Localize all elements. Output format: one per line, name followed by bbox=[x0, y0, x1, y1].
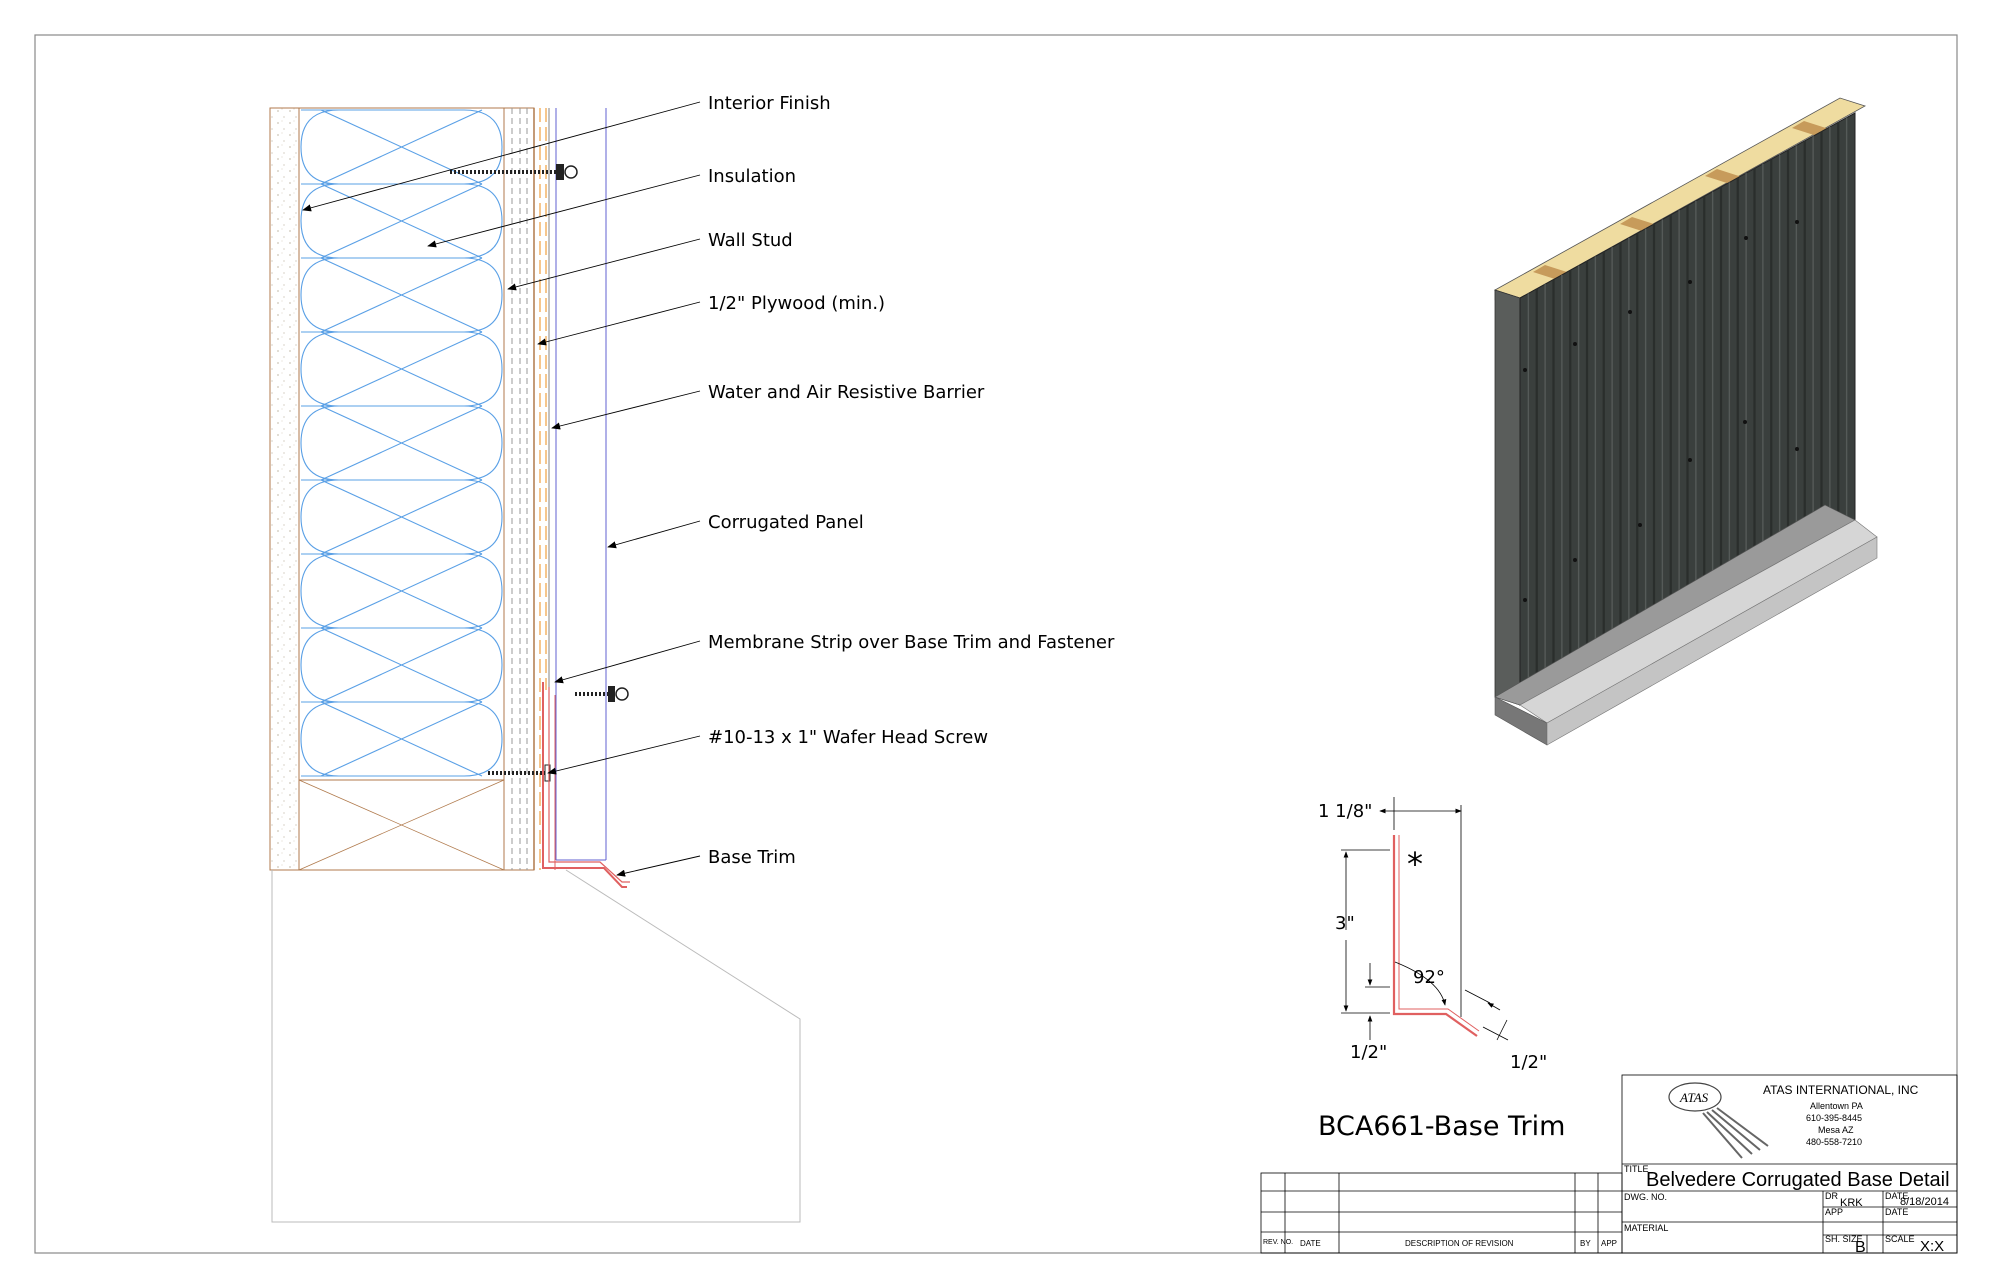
date-value: 8/18/2014 bbox=[1900, 1196, 1949, 1208]
material-label: MATERIAL bbox=[1624, 1223, 1668, 1233]
callout-leaders bbox=[302, 101, 701, 877]
callout-insulation: Insulation bbox=[708, 166, 796, 187]
callout-corrugated-panel: Corrugated Panel bbox=[708, 512, 864, 533]
callout-base-trim: Base Trim bbox=[708, 847, 796, 868]
foundation bbox=[271, 869, 801, 1223]
address-1: Allentown PA bbox=[1810, 1101, 1863, 1111]
base-trim-section bbox=[542, 682, 627, 888]
title-block bbox=[1260, 1074, 1958, 1254]
company-name: ATAS INTERNATIONAL, INC bbox=[1763, 1083, 1919, 1097]
rev-no-label: REV. NO. bbox=[1263, 1239, 1293, 1246]
rev-date-label: DATE bbox=[1300, 1239, 1321, 1248]
callout-labels: Interior Finish Insulation Wall Stud 1/2… bbox=[708, 93, 1115, 868]
rev-description-label: DESCRIPTION OF REVISION bbox=[1405, 1239, 1514, 1248]
profile-shape bbox=[1392, 835, 1478, 1037]
screw-top bbox=[450, 164, 578, 180]
insulation-cavity bbox=[298, 107, 505, 781]
callout-plywood: 1/2" Plywood (min.) bbox=[708, 293, 885, 314]
scale-value: X:X bbox=[1920, 1238, 1944, 1255]
sh-size-value: B bbox=[1855, 1239, 1866, 1256]
dr-label: DR bbox=[1825, 1191, 1838, 1201]
address-3: Mesa AZ bbox=[1818, 1125, 1854, 1135]
callout-wall-stud: Wall Stud bbox=[708, 230, 793, 251]
dim-top: 1 1/8" bbox=[1318, 801, 1372, 822]
insulation-batts bbox=[300, 109, 503, 777]
address-2: 610-395-8445 bbox=[1806, 1113, 1862, 1123]
trim-profile: 1 1/8" 3" 92° 1/2" 1/2" * BCA661-Base Tr… bbox=[1318, 797, 1565, 1142]
callout-interior-finish: Interior Finish bbox=[708, 93, 831, 114]
dr-value: KRK bbox=[1840, 1197, 1863, 1209]
note-mark: * bbox=[1407, 845, 1423, 883]
interior-finish bbox=[269, 107, 300, 871]
app-label: APP bbox=[1825, 1207, 1843, 1217]
callout-barrier: Water and Air Resistive Barrier bbox=[708, 382, 985, 403]
date-label: DATE bbox=[1885, 1191, 1908, 1201]
rev-app-label: APP bbox=[1601, 1239, 1617, 1248]
title-label: TITLE bbox=[1624, 1164, 1649, 1174]
screw-mid bbox=[575, 686, 629, 702]
address-4: 480-558-7210 bbox=[1806, 1137, 1862, 1147]
callout-screw: #10-13 x 1" Wafer Head Screw bbox=[708, 727, 988, 748]
isometric-view bbox=[1493, 97, 1878, 746]
profile-caption: BCA661-Base Trim bbox=[1318, 1111, 1565, 1142]
date2-label: DATE bbox=[1885, 1207, 1908, 1217]
sh-size-label: SH. SIZE bbox=[1825, 1234, 1863, 1244]
dim-bottom-right: 1/2" bbox=[1510, 1052, 1547, 1073]
dim-bottom-left: 1/2" bbox=[1350, 1042, 1387, 1063]
sheet-border bbox=[34, 34, 1958, 1254]
wall-section bbox=[269, 107, 801, 1223]
dwg-no-label: DWG. NO. bbox=[1624, 1192, 1667, 1202]
dim-angle: 92° bbox=[1413, 967, 1445, 988]
atas-logo: ATAS bbox=[1668, 1082, 1769, 1159]
callout-membrane-strip: Membrane Strip over Base Trim and Fasten… bbox=[708, 632, 1115, 653]
dim-height: 3" bbox=[1335, 913, 1355, 934]
drawing-title: Belvedere Corrugated Base Detail bbox=[1646, 1169, 1950, 1191]
rev-by-label: BY bbox=[1580, 1239, 1591, 1248]
scale-label: SCALE bbox=[1885, 1234, 1915, 1244]
corrugation-lines bbox=[1523, 117, 1848, 701]
svg-text:ATAS: ATAS bbox=[1679, 1090, 1709, 1105]
